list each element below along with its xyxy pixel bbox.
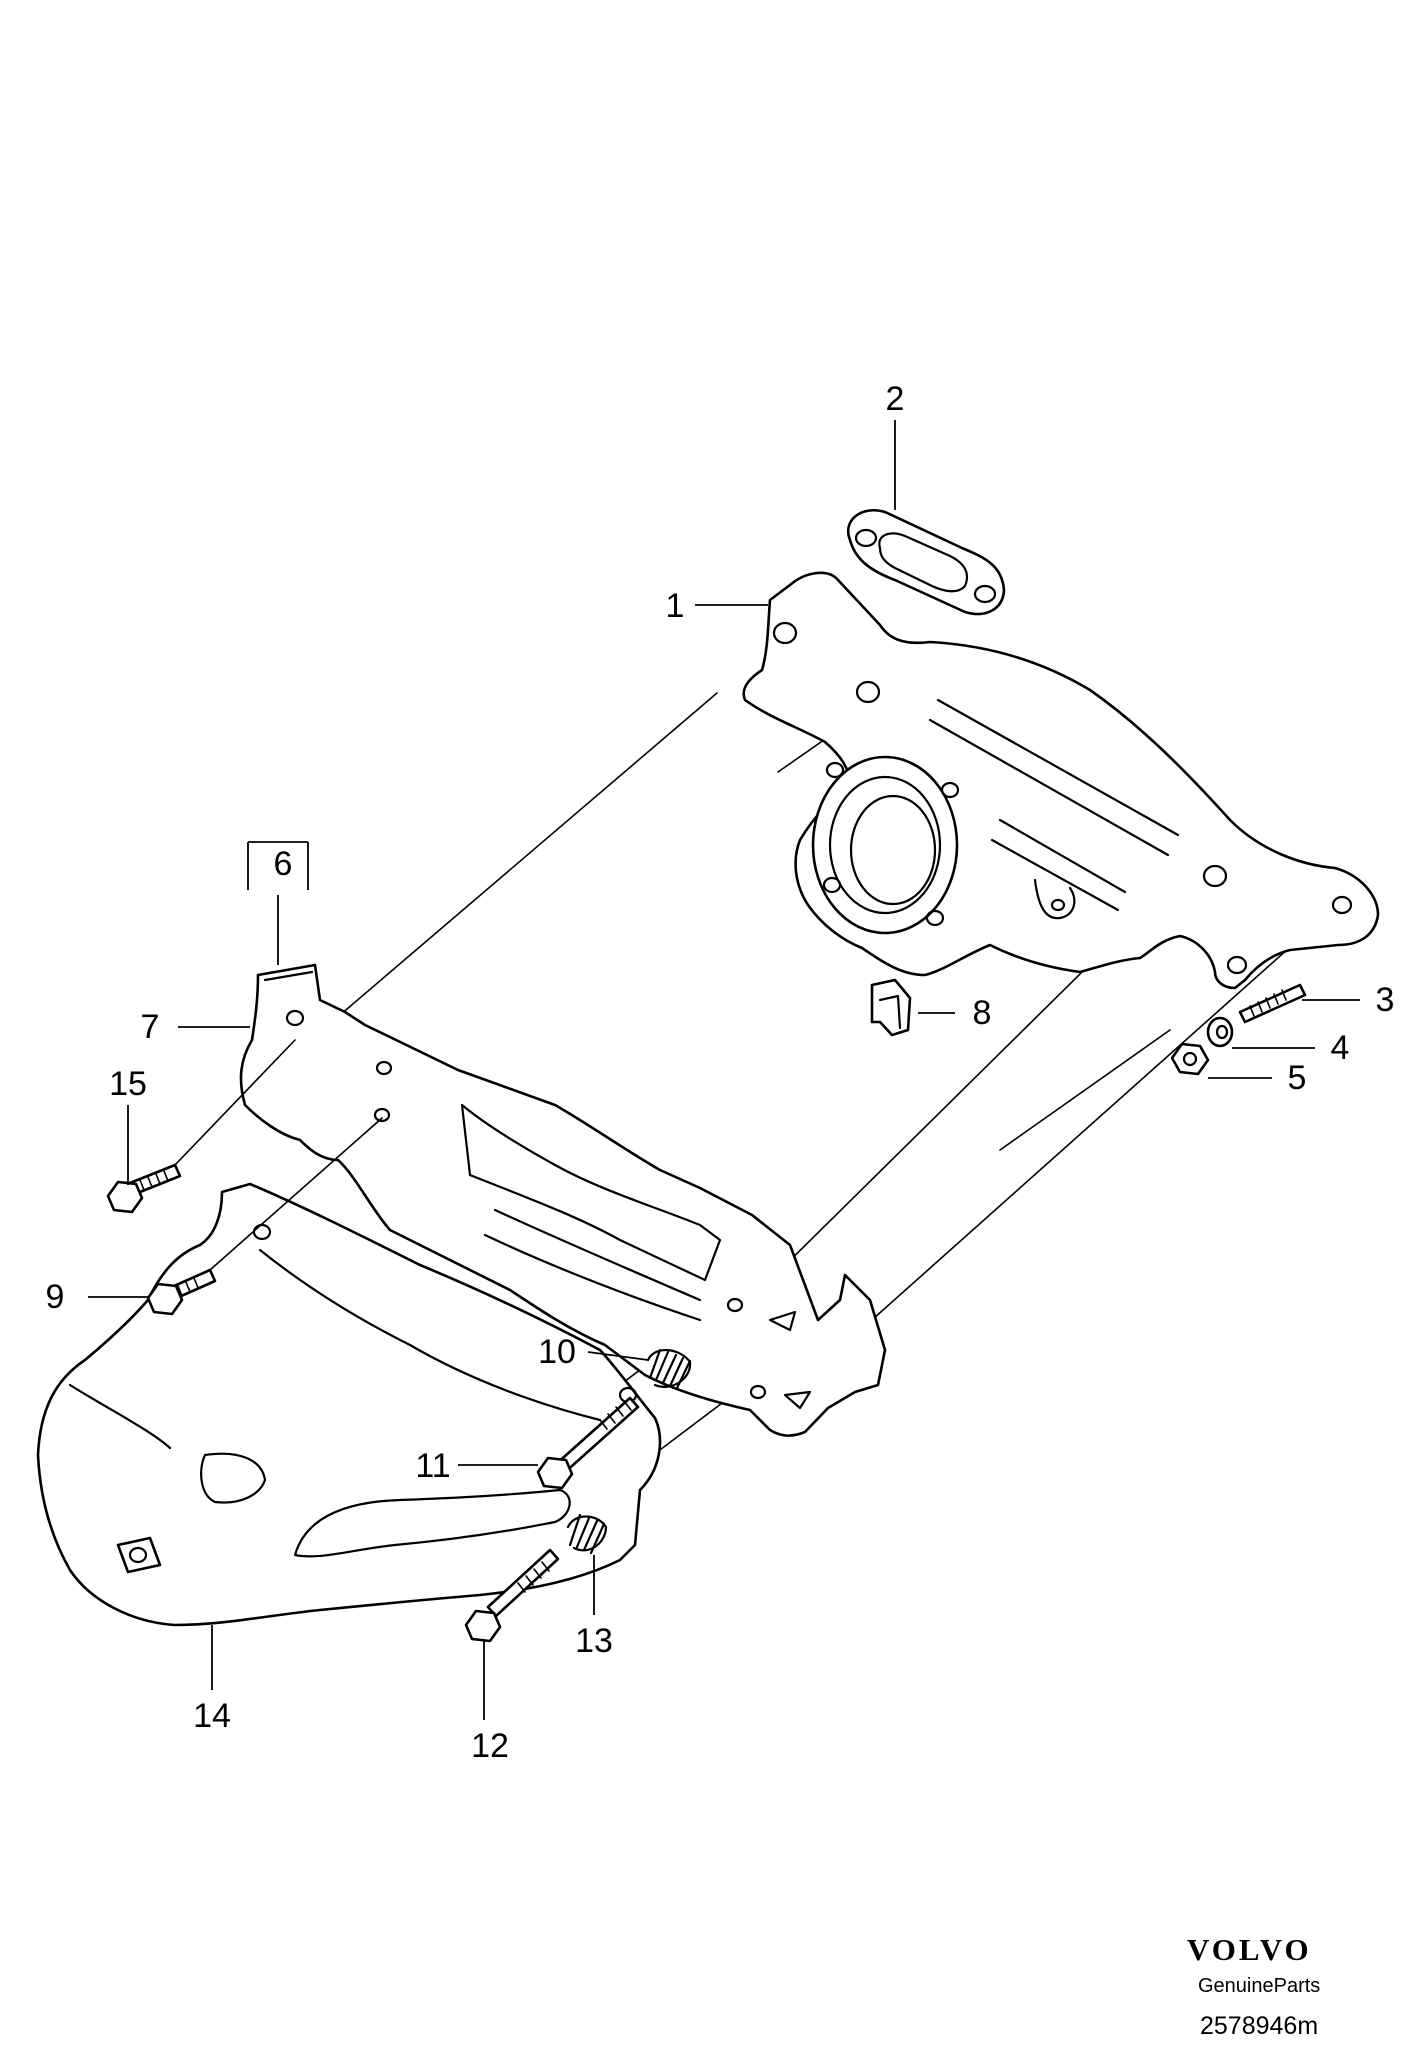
diagram-number: 2578946m	[1200, 2012, 1319, 2040]
stud	[1238, 983, 1307, 1024]
leader-lines	[88, 420, 1360, 1720]
callout-11: 11	[415, 1447, 450, 1485]
callout-1: 1	[666, 587, 685, 625]
spring	[566, 1513, 608, 1555]
callout-6: 6	[274, 845, 293, 883]
callout-12: 12	[471, 1727, 509, 1765]
outer-heat-shield	[36, 1182, 662, 1627]
clip	[870, 978, 912, 1037]
gasket	[847, 509, 1006, 616]
inner-heat-shield	[239, 963, 887, 1437]
callout-14: 14	[193, 1697, 231, 1735]
callout-7: 7	[141, 1008, 160, 1046]
bolt	[536, 1396, 640, 1490]
callout-10: 10	[538, 1333, 576, 1371]
flange-nut	[1170, 1042, 1210, 1076]
spring	[646, 1348, 692, 1390]
callout-13: 13	[575, 1622, 613, 1660]
bolt	[464, 1548, 560, 1643]
callout-15: 15	[109, 1065, 147, 1103]
callout-9: 9	[46, 1278, 65, 1316]
bolt	[106, 1039, 296, 1214]
callout-2: 2	[886, 380, 905, 418]
callout-4: 4	[1331, 1029, 1350, 1067]
callout-8: 8	[973, 994, 992, 1032]
callout-5: 5	[1288, 1059, 1307, 1097]
bolt	[146, 1117, 383, 1316]
callout-labels: 2 1 3 4 5 6 7 8 15 9 10 11 13 14 12	[46, 380, 1395, 1765]
brand-subtitle: GenuineParts	[1198, 1975, 1321, 1997]
exhaust-manifold	[742, 571, 1380, 990]
washer	[1206, 1016, 1234, 1048]
callout-3: 3	[1376, 981, 1395, 1019]
volvo-logo: VOLVO	[1187, 1932, 1312, 1967]
